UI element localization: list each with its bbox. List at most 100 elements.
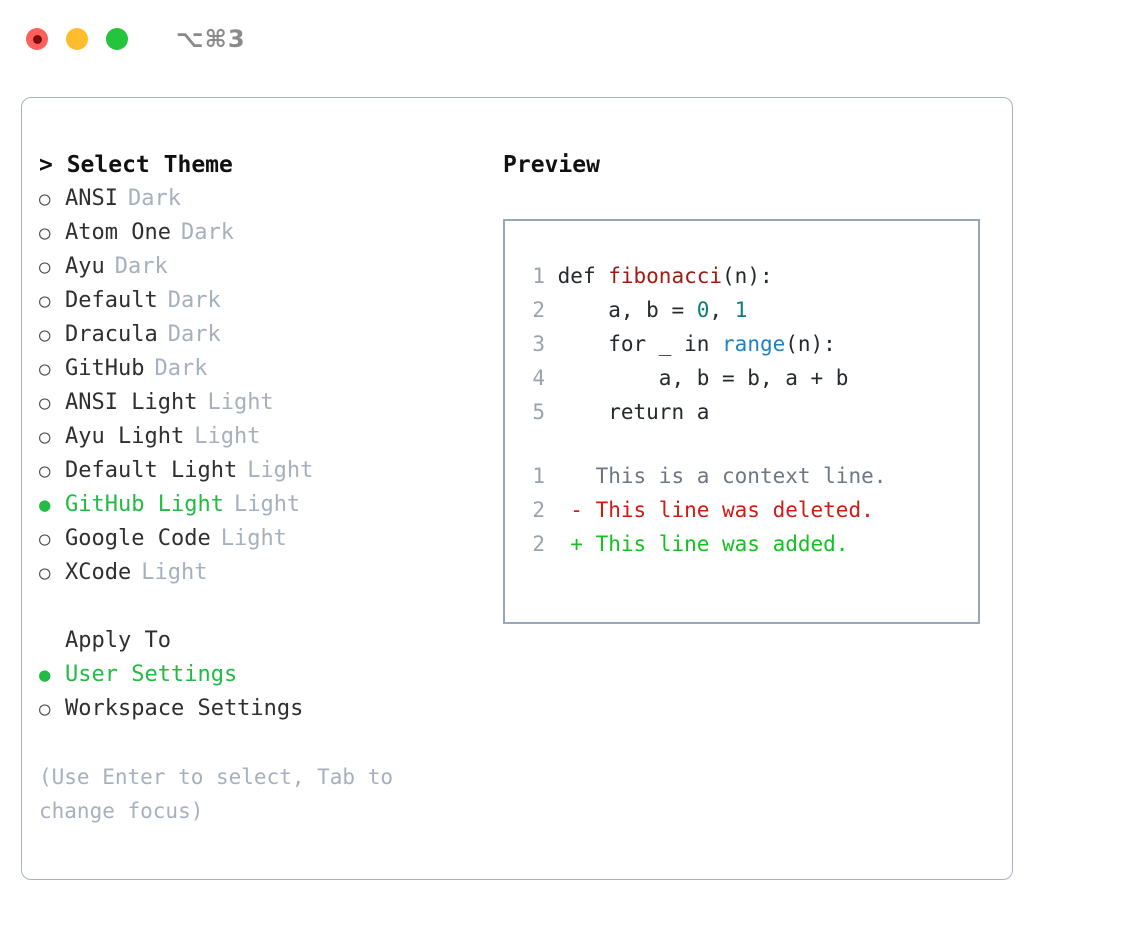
code-token: range xyxy=(722,332,786,356)
diff-sample: 1 This is a context line.2 - This line w… xyxy=(523,459,978,561)
code-token: def xyxy=(557,264,609,288)
line-number: 4 xyxy=(532,366,545,390)
theme-list-item[interactable]: ○ Ayu Dark xyxy=(39,250,490,284)
diff-line: 1 This is a context line. xyxy=(523,459,978,493)
shortcut-label: ⌥⌘3 xyxy=(176,25,246,53)
diff-line: 2 - This line was deleted. xyxy=(523,493,978,527)
code-line: 4 a, b = b, a + b xyxy=(523,361,978,395)
diff-text: This is a context line. xyxy=(595,464,887,488)
theme-list-item[interactable]: ○ ANSI Light Light xyxy=(39,386,490,420)
line-number: 1 xyxy=(532,264,545,288)
code-line: 2 a, b = 0, 1 xyxy=(523,293,978,327)
line-number: 1 xyxy=(532,464,545,488)
theme-variant-badge: Light xyxy=(141,560,208,585)
theme-list-item[interactable]: ○ ANSI Dark xyxy=(39,182,490,216)
radio-unselected-icon: ○ xyxy=(39,256,51,278)
theme-variant-badge: Dark xyxy=(114,254,168,279)
radio-unselected-icon: ○ xyxy=(39,358,51,380)
diff-text: This line was added. xyxy=(595,532,849,556)
apply-to-option[interactable]: ○ Workspace Settings xyxy=(39,692,490,726)
radio-selected-icon: ● xyxy=(39,664,51,686)
maximize-button[interactable] xyxy=(106,28,128,50)
theme-name: XCode xyxy=(65,560,132,585)
preview-pane: Preview 1 def fibonacci(n):2 a, b = 0, 1… xyxy=(490,98,1012,879)
apply-to-header: Apply To xyxy=(65,628,171,653)
code-line: 5 return a xyxy=(523,395,978,429)
theme-name: ANSI xyxy=(65,186,118,211)
spacer xyxy=(39,726,490,760)
radio-unselected-icon: ○ xyxy=(39,562,51,584)
radio-unselected-icon: ○ xyxy=(39,528,51,550)
radio-unselected-icon: ○ xyxy=(39,698,51,720)
line-number: 3 xyxy=(532,332,545,356)
theme-variant-badge: Light xyxy=(247,458,314,483)
line-number: 2 xyxy=(532,532,545,556)
minimize-button[interactable] xyxy=(66,28,88,50)
line-number: 2 xyxy=(532,498,545,522)
apply-to-list[interactable]: ●User Settings ○ Workspace Settings xyxy=(39,658,490,726)
theme-list-item[interactable]: ○ XCode Light xyxy=(39,556,490,590)
theme-name: Ayu xyxy=(65,254,105,279)
diff-sign: + xyxy=(570,532,596,556)
code-token: , xyxy=(709,298,735,322)
theme-list-item[interactable]: ○ Default Dark xyxy=(39,284,490,318)
code-token: a, b = b, a + b xyxy=(557,366,849,390)
diff-text: This line was deleted. xyxy=(595,498,874,522)
theme-name: Default xyxy=(65,288,158,313)
code-token: for _ in xyxy=(557,332,723,356)
titlebar: ⌥⌘3 xyxy=(0,0,1140,78)
code-token: a, b = xyxy=(557,298,697,322)
radio-unselected-icon: ○ xyxy=(39,324,51,346)
radio-unselected-icon: ○ xyxy=(39,222,51,244)
radio-unselected-icon: ○ xyxy=(39,290,51,312)
theme-variant-badge: Dark xyxy=(167,288,221,313)
line-number: 5 xyxy=(532,400,545,424)
diff-sign: - xyxy=(570,498,596,522)
theme-name: ANSI Light xyxy=(65,390,198,415)
select-theme-header: > Select Theme xyxy=(39,152,233,178)
theme-name: GitHub xyxy=(65,356,145,381)
code-token: fibonacci xyxy=(608,264,723,288)
window-controls xyxy=(26,28,128,50)
theme-list-item[interactable]: ○ GitHub Dark xyxy=(39,352,490,386)
theme-variant-badge: Dark xyxy=(127,186,181,211)
code-token: return a xyxy=(557,400,710,424)
diff-sign xyxy=(570,464,595,488)
theme-variant-badge: Dark xyxy=(154,356,208,381)
theme-variant-badge: Light xyxy=(233,492,301,517)
code-token: 1 xyxy=(734,298,748,322)
radio-unselected-icon: ○ xyxy=(39,188,51,210)
theme-list-item[interactable]: ○ Atom One Dark xyxy=(39,216,490,250)
apply-to-label: Workspace Settings xyxy=(65,696,304,721)
code-line: 3 for _ in range(n): xyxy=(523,327,978,361)
radio-selected-icon: ● xyxy=(39,494,51,516)
close-button[interactable] xyxy=(26,28,48,50)
diff-line: 2 + This line was added. xyxy=(523,527,978,561)
radio-unselected-icon: ○ xyxy=(39,460,51,482)
help-text: (Use Enter to select, Tab to change focu… xyxy=(39,765,394,823)
theme-name: Ayu Light xyxy=(65,424,185,449)
theme-name: Default Light xyxy=(65,458,238,483)
theme-variant-badge: Light xyxy=(207,390,274,415)
apply-to-option[interactable]: ●User Settings xyxy=(39,658,490,692)
spacer xyxy=(39,590,490,624)
theme-variant-badge: Dark xyxy=(180,220,234,245)
theme-name: Atom One xyxy=(65,220,171,245)
theme-name: Google Code xyxy=(65,526,211,551)
code-token: 0 xyxy=(696,298,710,322)
theme-name: Dracula xyxy=(65,322,158,347)
spacer xyxy=(523,429,978,459)
radio-unselected-icon: ○ xyxy=(39,392,51,414)
theme-list-item[interactable]: ○ Default Light Light xyxy=(39,454,490,488)
code-token: (n): xyxy=(785,332,836,356)
